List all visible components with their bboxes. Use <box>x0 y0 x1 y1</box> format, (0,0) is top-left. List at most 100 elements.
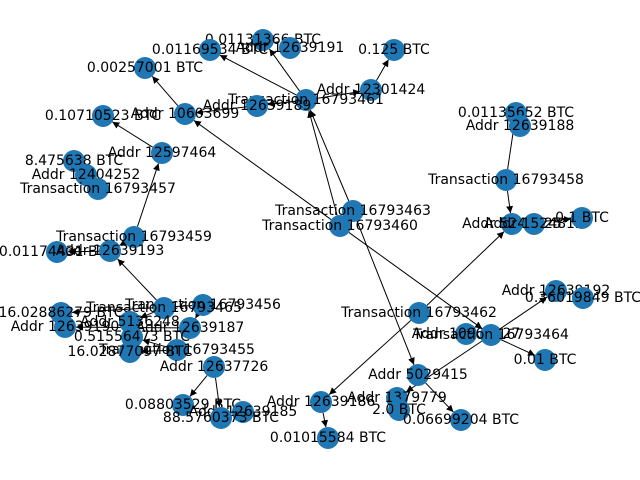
node-marker <box>455 323 477 345</box>
graph-node: Addr 12639188 <box>466 115 575 137</box>
node-label: 0.125 BTC <box>358 42 430 58</box>
graph-node: Addr 12639193 <box>56 240 165 262</box>
graph-node: Transaction 16793458 <box>427 169 584 191</box>
node-marker <box>123 226 145 248</box>
graph-edge <box>67 248 100 256</box>
graph-node: Addr 12597464 <box>108 142 217 164</box>
node-label: Addr 12639191 <box>236 40 345 56</box>
node-marker <box>317 427 339 449</box>
graph-edge <box>151 75 179 107</box>
node-label: Addr 12639188 <box>466 118 575 134</box>
node-label: Transaction 16793458 <box>427 172 584 188</box>
node-marker <box>501 213 523 235</box>
node-marker <box>210 407 232 429</box>
node-marker <box>523 213 545 235</box>
graph-node: 0.06699204 BTC <box>403 409 519 431</box>
graph-node: Transaction 16793457 <box>19 178 176 200</box>
node-marker <box>388 399 410 421</box>
graph-edge <box>307 110 338 216</box>
node-label: Addr 12637726 <box>160 359 269 375</box>
node-label: Addr 10603699 <box>131 106 240 122</box>
node-label: Transaction 16793464 <box>412 327 569 343</box>
graph-edge <box>376 59 389 81</box>
node-marker <box>166 339 188 361</box>
graph-node: Transaction 16793464 <box>412 324 569 346</box>
node-label: Addr 12639187 <box>136 320 245 336</box>
node-marker <box>153 297 175 319</box>
graph-edge <box>189 375 208 397</box>
node-marker <box>87 178 109 200</box>
node-label: Addr 12301424 <box>317 82 426 98</box>
node-label: 0.00257001 BTC <box>87 60 203 76</box>
node-marker <box>450 409 472 431</box>
node-label: Transaction 16793463 <box>274 203 431 219</box>
graph-node: 16.02886279 BTC <box>0 302 124 324</box>
graph-node: 0.01015584 BTC <box>270 427 386 449</box>
graph-node: Addr 5029415 <box>368 364 468 386</box>
node-marker <box>134 57 156 79</box>
graph-edge <box>117 258 157 301</box>
graph-node: Addr 12639191 <box>236 37 345 59</box>
node-label: Addr 1379779 <box>347 390 447 406</box>
node-label: 0.51556473 BTC <box>74 329 190 345</box>
node-marker <box>572 287 594 309</box>
graph-node: Addr 12639190 <box>11 316 119 338</box>
node-label: 16.02886279 BTC <box>0 305 124 321</box>
graph-node: Addr 1524812 <box>484 213 584 235</box>
graph-node: 88.5760373 BTC <box>163 407 279 429</box>
node-marker <box>199 39 221 61</box>
graph-edge <box>137 163 160 227</box>
graph-edge <box>193 120 332 220</box>
graph-edge <box>328 320 412 395</box>
node-marker <box>192 294 214 316</box>
node-marker <box>46 241 68 263</box>
node-label: Transaction 16793462 <box>340 305 497 321</box>
node-marker <box>295 89 317 111</box>
node-marker <box>203 356 225 378</box>
graph-edge <box>321 412 329 428</box>
graph-edge <box>140 347 167 355</box>
graph-edge <box>139 311 155 319</box>
graph-node: Addr 5136248 <box>80 311 180 333</box>
node-label: Addr 12597464 <box>108 145 217 161</box>
node-marker <box>408 302 430 324</box>
node-label: 0.36019849 BTC <box>525 290 640 306</box>
node-marker <box>495 169 517 191</box>
graph-edge <box>426 231 505 306</box>
node-label: Addr 12639193 <box>56 243 165 259</box>
node-label: Addr 5029415 <box>368 367 468 383</box>
node-marker <box>92 105 114 127</box>
graph-edge <box>348 232 483 329</box>
node-marker <box>342 200 364 222</box>
graph-edge <box>506 190 514 214</box>
node-label: 16.02877097 BTC <box>67 344 192 360</box>
graph-node: 0.01174431 BTC <box>0 241 115 263</box>
graph-edges <box>67 48 572 428</box>
node-label: Addr 1524812 <box>484 216 584 232</box>
graph-edge <box>215 377 223 408</box>
graph-node: 0.08803529 BTC <box>125 394 241 416</box>
node-marker <box>54 316 76 338</box>
node-marker <box>99 240 121 262</box>
node-label: 0.08803529 BTC <box>125 397 241 413</box>
graph-node: Addr 12301424 <box>317 79 426 101</box>
node-label: 0.01135652 BTC <box>458 105 574 121</box>
node-marker <box>383 39 405 61</box>
graph-edge <box>309 109 350 202</box>
node-marker <box>151 142 173 164</box>
node-label: Addr 5136248 <box>80 314 180 330</box>
graph-edge <box>195 100 296 116</box>
graph-node: 0.10710523 BTC <box>45 105 161 127</box>
node-label: 0.01169534 BTC <box>152 42 268 58</box>
graph-node: Addr 12404252 <box>32 164 140 186</box>
node-marker <box>571 207 593 229</box>
graph-edge <box>425 382 454 413</box>
graph-node: 0.01169534 BTC <box>152 39 268 61</box>
graph-node: 0.01 BTC <box>514 349 577 371</box>
node-marker <box>360 79 382 101</box>
node-marker <box>407 364 429 386</box>
node-label: Addr 12639189 <box>203 98 312 114</box>
graph-node: 0.1 BTC <box>555 207 609 229</box>
graph-edge <box>142 338 167 348</box>
